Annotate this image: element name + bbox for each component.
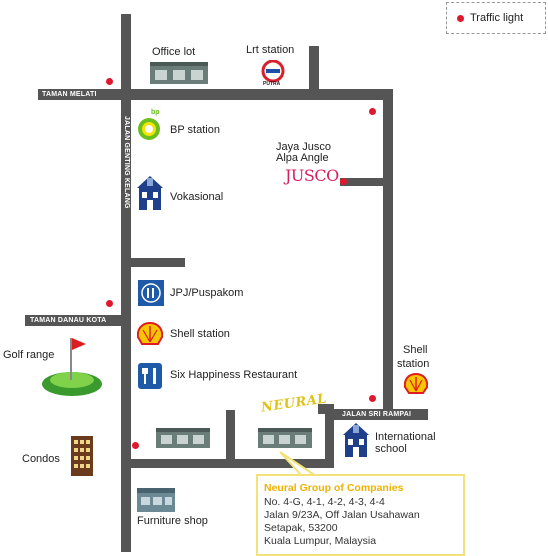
traffic-light-icon [340, 178, 347, 185]
traffic-light-icon [369, 395, 376, 402]
lrt-station-icon [261, 60, 285, 83]
traffic-light-icon [369, 108, 376, 115]
shell-station-label: Shell station [170, 328, 230, 340]
office-building-icon [156, 428, 210, 448]
condo-building-icon [71, 436, 93, 476]
jpj-icon [138, 280, 164, 306]
traffic-light-icon [132, 442, 139, 449]
six-happiness-label: Six Happiness Restaurant [170, 369, 298, 381]
address-line: Kuala Lumpur, Malaysia [264, 535, 377, 547]
office-building-icon [150, 62, 208, 84]
legend: Traffic light [446, 2, 546, 34]
jusco-logo: JUSCO [285, 166, 339, 185]
road-label-jalan-sri-rampai: JALAN SRI RAMPAI [342, 411, 412, 418]
bp-station-label: BP station [170, 124, 220, 136]
school-icon [137, 176, 163, 210]
road-right-vertical [383, 89, 393, 419]
road-jalan-genting-kelang [121, 14, 131, 552]
bp-logo-text: bp [151, 109, 160, 116]
school-icon [343, 423, 369, 457]
road-stub [126, 258, 185, 267]
shell-station-right-label-line1: Shell [403, 344, 428, 356]
lrt-logo-text: PUTRA [263, 81, 281, 87]
international-school-label-line1: International [375, 431, 436, 443]
golf-flag-icon [42, 338, 102, 396]
jpj-label: JPJ/Puspakom [170, 287, 244, 299]
road-diagonal [318, 404, 334, 414]
jaya-jusco-label-line2: Alpa Angle [276, 152, 329, 164]
road-taman-melati [38, 89, 393, 100]
road-label-taman-melati: TAMAN MELATI [42, 91, 97, 98]
furniture-shop-label: Furniture shop [137, 515, 208, 527]
company-name: Neural Group of Companies [264, 482, 404, 494]
neural-building-icon [258, 428, 312, 448]
jaya-jusco-label-line1: Jaya Jusco [276, 141, 332, 153]
road-taman-danau-kota [25, 315, 131, 326]
road-right-top [309, 46, 319, 96]
furniture-shop-icon [137, 488, 175, 512]
address-line: No. 4-G, 4-1, 4-2, 4-3, 4-4 [264, 496, 385, 508]
office-lot-label: Office lot [152, 46, 196, 58]
address-line: Setapak, 53200 [264, 522, 338, 534]
restaurant-icon [138, 363, 162, 389]
international-school-label-line2: school [375, 443, 407, 455]
road-jusco-access [340, 178, 385, 186]
condos-label: Condos [22, 453, 60, 465]
address-line: Jalan 9/23A, Off Jalan Usahawan [264, 509, 420, 521]
traffic-light-icon [457, 15, 464, 22]
shell-icon [404, 373, 428, 394]
traffic-light-icon [106, 78, 113, 85]
vokasional-label: Vokasional [170, 191, 224, 203]
bp-station-icon [138, 118, 160, 140]
road-label-taman-danau-kota: TAMAN DANAU KOTA [30, 317, 107, 324]
road-jalan-sri-rampai [326, 409, 428, 420]
road-lower-vertical-right [325, 410, 334, 468]
company-info-box: Neural Group of Companies No. 4-G, 4-1, … [256, 474, 465, 556]
road-lower-vertical-mid [226, 410, 235, 466]
lrt-station-label: Lrt station [246, 44, 295, 56]
road-label-jalan-genting-kelang: JALAN GENTING KELANG [123, 116, 130, 209]
shell-icon [137, 322, 163, 345]
shell-station-right-label-line2: station [397, 358, 430, 370]
legend-label: Traffic light [470, 12, 524, 24]
traffic-light-icon [106, 300, 113, 307]
golf-range-label: Golf range [3, 349, 55, 361]
